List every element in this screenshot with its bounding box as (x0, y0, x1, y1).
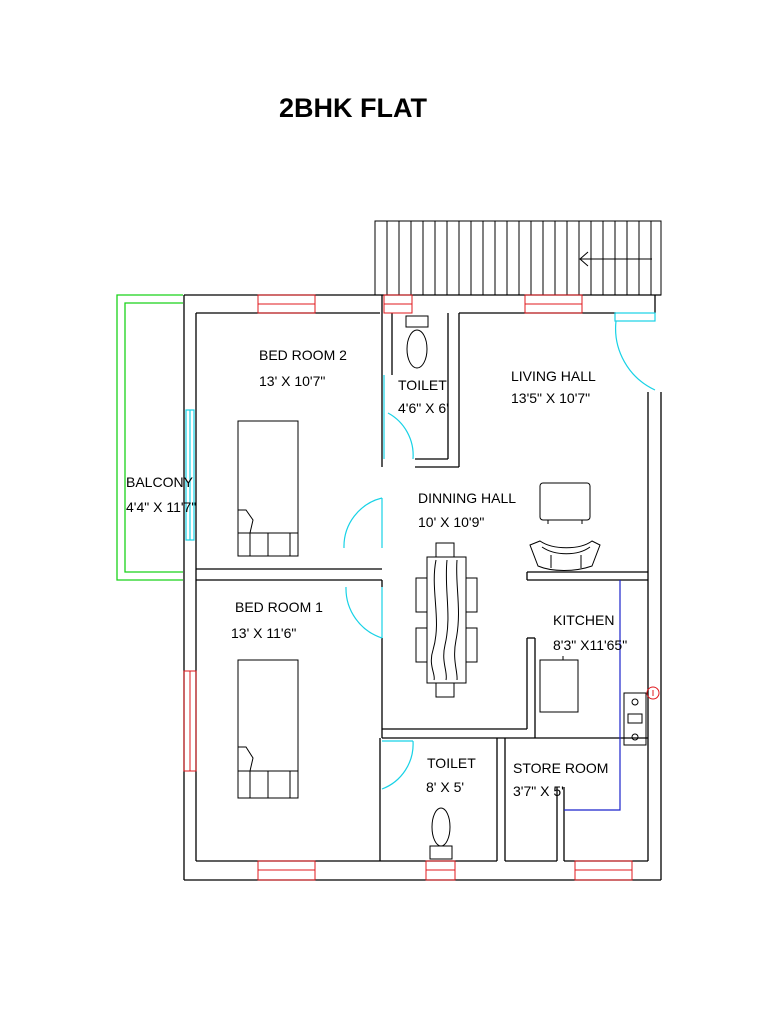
label-toilet-top-name: TOILET (398, 377, 447, 393)
label-toilet-top-size: 4'6" X 6' (398, 400, 449, 416)
label-store-size: 3'7" X 5' (513, 783, 564, 799)
label-living-size: 13'5" X 10'7" (511, 390, 590, 406)
label-dining-name: DINNING HALL (418, 490, 516, 506)
label-kitchen-size: 8'3" X11'65" (553, 637, 627, 653)
label-balcony-name: BALCONY (126, 474, 194, 490)
label-bedroom2-size: 13' X 10'7" (259, 373, 325, 389)
kitchen-counter (564, 580, 621, 811)
label-kitchen-name: KITCHEN (553, 612, 614, 628)
kitchen-fixtures (539, 580, 660, 811)
dining-table (415, 542, 478, 698)
staircase (374, 220, 662, 296)
toilet-fixture-top (405, 315, 429, 369)
label-toilet-bottom-size: 8' X 5' (426, 779, 464, 795)
bed-bedroom2 (237, 420, 299, 557)
stove (623, 692, 647, 746)
living-furniture (529, 482, 601, 571)
windows (183, 294, 633, 881)
label-balcony-size: 4'4" X 11'7" (126, 499, 196, 515)
room-labels: BED ROOM 2 13' X 10'7" TOILET 4'6" X 6' … (126, 347, 627, 799)
label-toilet-bottom-name: TOILET (427, 755, 476, 771)
stair-arrow-head (579, 251, 589, 267)
label-store-name: STORE ROOM (513, 760, 608, 776)
door-main (614, 312, 656, 322)
label-living-name: LIVING HALL (511, 368, 596, 384)
doors (185, 312, 656, 790)
label-bedroom1-name: BED ROOM 1 (235, 599, 323, 615)
label-bedroom2-name: BED ROOM 2 (259, 347, 347, 363)
interior-walls (196, 295, 648, 862)
bed-bedroom1 (237, 659, 299, 799)
page-title: 2BHK FLAT (279, 93, 427, 123)
toilet-fixture-bottom (429, 807, 453, 860)
balcony (116, 294, 183, 581)
gas-outlet (646, 686, 660, 700)
label-bedroom1-size: 13' X 11'6" (231, 625, 296, 641)
label-dining-size: 10' X 10'9" (418, 514, 484, 530)
